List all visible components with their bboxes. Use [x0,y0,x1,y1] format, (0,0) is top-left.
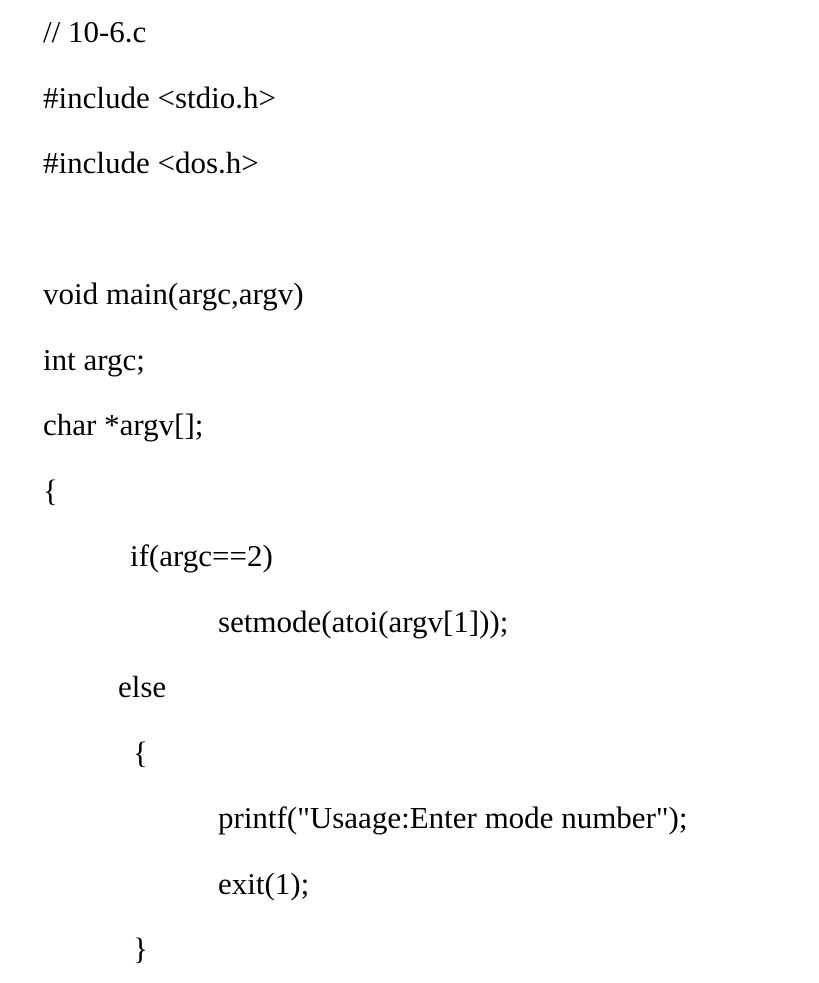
code-line-inner-close-brace: } [133,931,148,966]
code-line-else: else [118,669,167,704]
code-line-include-dos: #include <dos.h> [43,145,259,180]
code-line-include-stdio: #include <stdio.h> [43,80,276,115]
code-line-char-argv: char *argv[]; [43,407,204,442]
code-line-if: if(argc==2) [130,538,273,573]
code-line-main-signature: void main(argc,argv) [43,276,304,311]
code-line-int-argc: int argc; [43,342,145,377]
code-line-setmode: setmode(atoi(argv[1])); [218,604,509,639]
code-line-comment: // 10-6.c [43,14,147,49]
code-line-exit: exit(1); [218,866,310,901]
code-line-printf: printf("Usaage:Enter mode number"); [218,800,688,835]
code-line-open-brace: { [43,473,58,508]
code-line-inner-open-brace: { [133,735,148,770]
